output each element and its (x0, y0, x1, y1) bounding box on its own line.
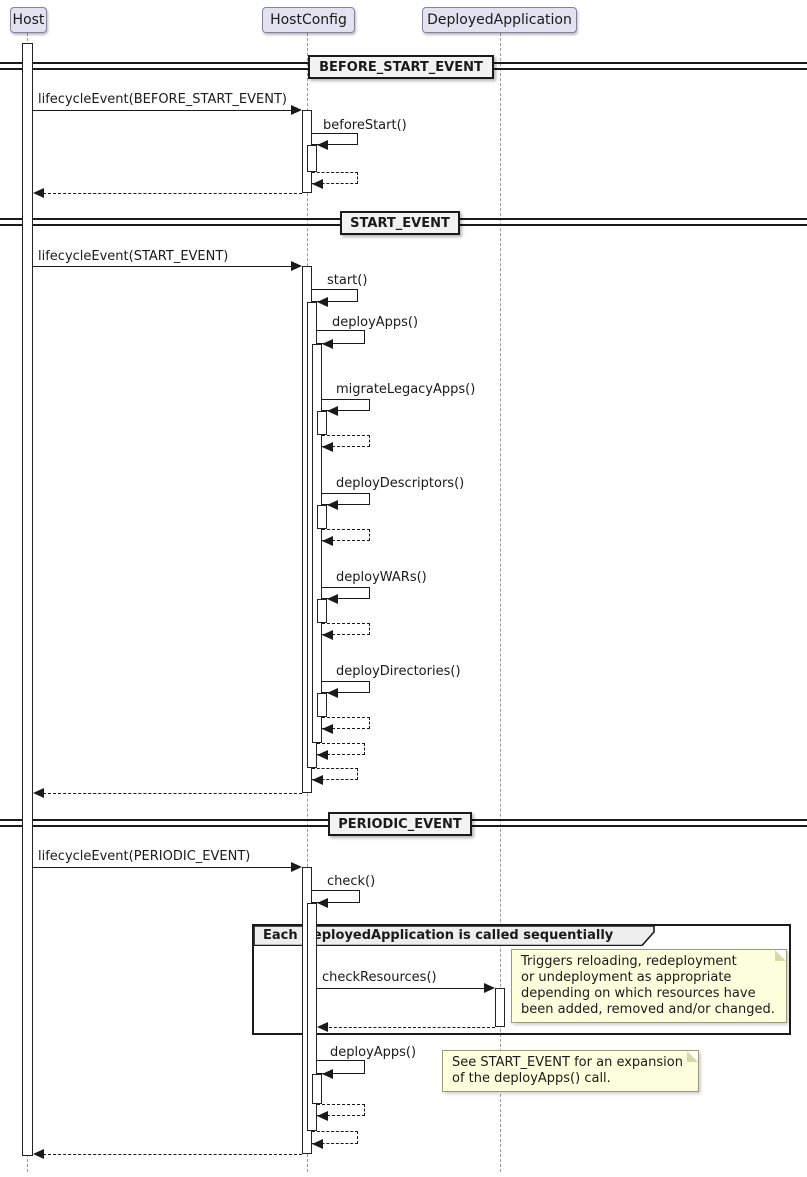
message-label-start: start() (327, 273, 368, 288)
message-label-check-resources: checkResources() (322, 970, 437, 985)
arrowhead-left-icon (317, 1111, 328, 1121)
divider-start-event: START_EVENT (340, 211, 460, 235)
group-label: Each DeployedApplication is called seque… (263, 928, 614, 943)
self-call-deploy-wars (322, 587, 370, 599)
arrowhead-left-icon (322, 724, 333, 734)
arrowhead-left-icon (322, 339, 333, 349)
self-return-deploy-apps-periodic (317, 1104, 365, 1116)
self-call-deploy-apps-periodic (317, 1060, 365, 1074)
self-return-deploy-apps (317, 743, 365, 755)
activation-host (22, 43, 33, 1156)
arrowhead-left-icon (327, 500, 338, 510)
message-label-deploy-descriptors: deployDescriptors() (336, 476, 465, 491)
self-return-deploy-directories (322, 717, 370, 729)
message-line-lifecycle-periodic (33, 867, 292, 868)
arrowhead-left-icon (317, 898, 328, 908)
message-label-deploy-wars: deployWARs() (336, 570, 427, 585)
divider-periodic-event: PERIODIC_EVENT (328, 812, 472, 836)
activation-migrate-legacy-apps (317, 411, 327, 435)
return-line-before-start (43, 193, 302, 194)
self-return-deploy-descriptors (322, 529, 370, 541)
arrowhead-left-icon (327, 688, 338, 698)
divider-before-start-event: BEFORE_START_EVENT (308, 55, 494, 79)
self-return-migrate-legacy-apps (322, 435, 370, 447)
return-line-start (43, 793, 302, 794)
arrowhead-left-icon (312, 1139, 323, 1149)
activation-check-call (307, 903, 317, 1131)
arrowhead-left-icon (317, 1022, 328, 1032)
group-header-pentagon (254, 926, 655, 946)
message-label-deploy-directories: deployDirectories() (336, 664, 461, 679)
arrowhead-right-icon (291, 261, 302, 271)
arrowhead-left-icon (327, 594, 338, 604)
activation-before-start-call (307, 145, 317, 172)
self-call-deploy-directories (322, 681, 370, 693)
activation-deployedapplication (495, 988, 505, 1027)
message-label-lifecycle-before-start: lifecycleEvent(BEFORE_START_EVENT) (38, 92, 287, 107)
message-label-deploy-apps: deployApps() (332, 315, 419, 330)
return-line-periodic (43, 1154, 302, 1155)
arrowhead-left-icon (312, 179, 323, 189)
message-label-migrate-legacy-apps: migrateLegacyApps() (336, 382, 476, 397)
arrowhead-left-icon (317, 297, 328, 307)
message-label-lifecycle-periodic: lifecycleEvent(PERIODIC_EVENT) (38, 849, 251, 864)
arrowhead-right-icon (291, 862, 302, 872)
arrowhead-left-icon (33, 788, 44, 798)
self-call-migrate-legacy-apps (322, 399, 370, 411)
activation-deploy-directories (317, 693, 327, 717)
note-check-resources: Triggers reloading, redeployment or unde… (511, 949, 787, 1023)
return-line-check-resources (324, 1027, 495, 1028)
arrowhead-left-icon (322, 630, 333, 640)
note-deploy-apps: See START_EVENT for an expansion of the … (442, 1050, 699, 1092)
activation-deploy-descriptors (317, 505, 327, 529)
participant-deployedapplication: DeployedApplication (422, 7, 577, 33)
self-call-deploy-apps (317, 330, 365, 344)
participant-host: Host (10, 7, 47, 33)
self-return-before-start (312, 172, 358, 184)
activation-deploy-apps-periodic (312, 1074, 322, 1104)
message-line-check-resources (317, 988, 487, 989)
lifeline-deployedapplication (500, 33, 501, 1172)
message-label-deploy-apps-periodic: deployApps() (330, 1045, 417, 1060)
activation-deploy-apps-call (312, 344, 322, 743)
self-call-start (312, 289, 358, 302)
arrowhead-left-icon (317, 140, 328, 150)
message-line-lifecycle-start (33, 266, 292, 267)
arrowhead-right-icon (484, 983, 495, 993)
arrowhead-left-icon (322, 1069, 333, 1079)
group-frame-sequential: Each DeployedApplication is called seque… (252, 924, 791, 1035)
self-return-check (312, 1131, 358, 1144)
arrowhead-left-icon (322, 536, 333, 546)
participant-hostconfig: HostConfig (262, 7, 355, 33)
arrowhead-left-icon (322, 442, 333, 452)
arrowhead-left-icon (33, 1149, 44, 1159)
arrowhead-left-icon (327, 406, 338, 416)
self-return-start (312, 768, 358, 780)
self-return-deploy-wars (322, 623, 370, 635)
message-line-lifecycle-before-start (33, 110, 292, 111)
arrowhead-left-icon (33, 188, 44, 198)
arrowhead-left-icon (317, 750, 328, 760)
arrowhead-left-icon (312, 775, 323, 785)
self-call-deploy-descriptors (322, 493, 370, 505)
self-call-check (312, 890, 360, 903)
message-label-lifecycle-start: lifecycleEvent(START_EVENT) (38, 249, 229, 264)
activation-deploy-wars (317, 599, 327, 623)
self-call-before-start (312, 133, 358, 145)
message-label-before-start: beforeStart() (323, 118, 407, 133)
arrowhead-right-icon (291, 105, 302, 115)
message-label-check: check() (327, 874, 376, 889)
